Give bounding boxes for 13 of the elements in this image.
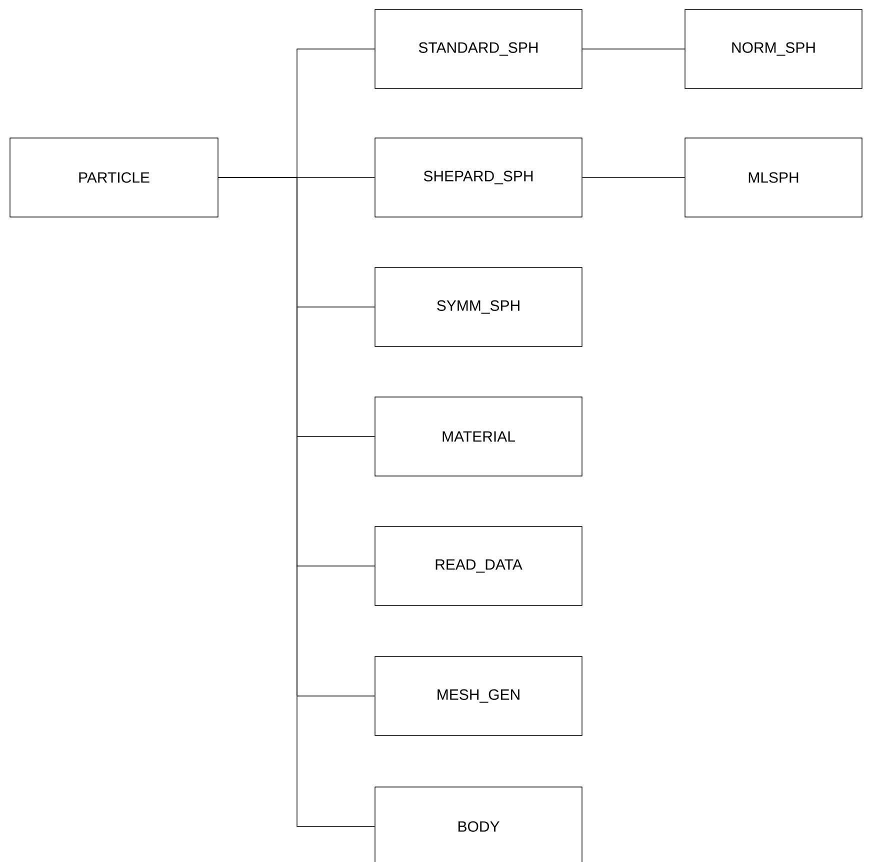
class-box: MESH_GEN xyxy=(374,656,582,736)
class-box: SYMM_SPH xyxy=(374,267,582,347)
class-box: STANDARD_SPH xyxy=(374,9,582,89)
class-box: MLSPH xyxy=(684,138,862,218)
class-box: PARTICLE xyxy=(10,138,218,218)
connector-line xyxy=(582,177,685,178)
class-box: MATERIAL xyxy=(374,396,582,476)
class-box: READ_DATA xyxy=(374,526,582,606)
class-box: SHEPARD_SPH xyxy=(374,138,582,218)
connector-line xyxy=(218,177,375,827)
class-box: BODY xyxy=(374,786,582,862)
class-box: NORM_SPH xyxy=(684,9,862,89)
connector-line xyxy=(582,48,685,50)
